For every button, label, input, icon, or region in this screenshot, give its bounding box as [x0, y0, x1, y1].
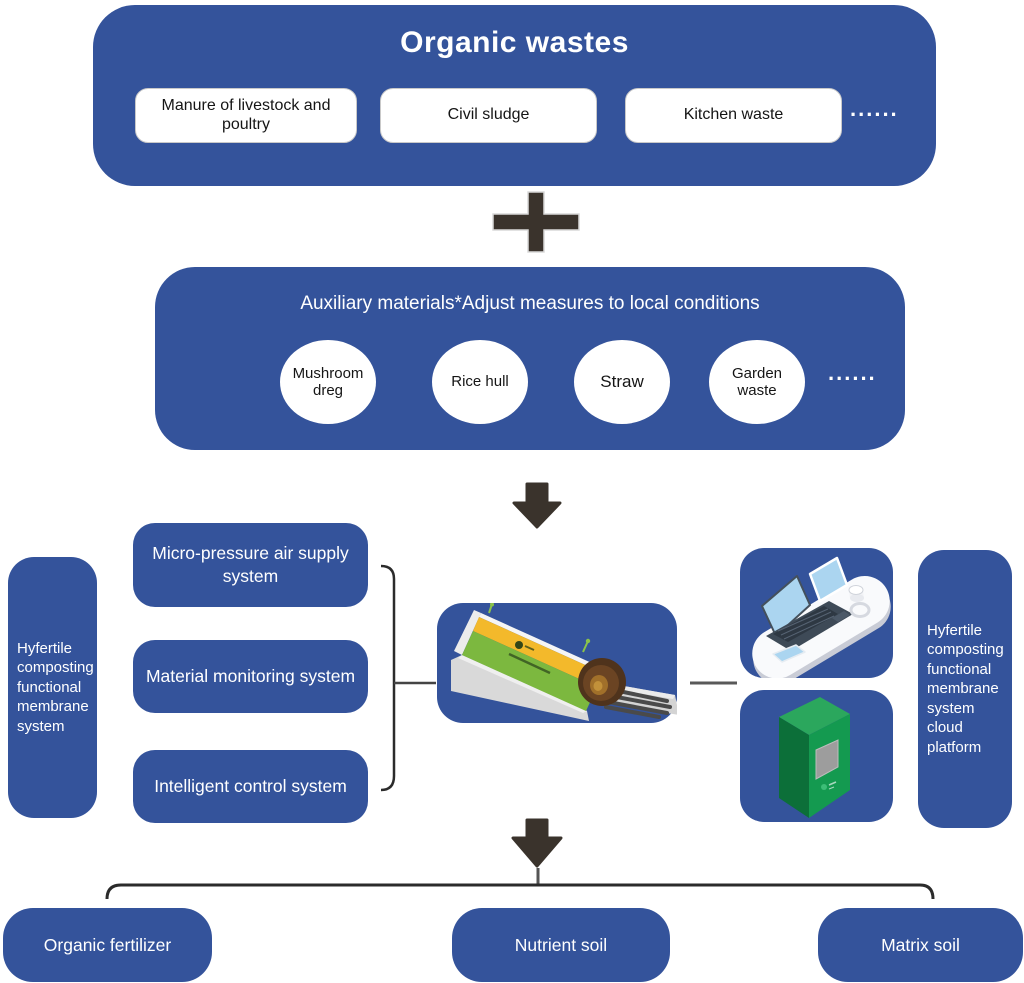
down-arrow-icon-2	[511, 818, 563, 885]
monitoring-devices-illustration	[752, 556, 891, 678]
composting-machine-illustration	[451, 603, 677, 721]
membrane-system-label: Hyfertile composting functional membrane…	[17, 639, 94, 735]
cloud-devices-box	[740, 548, 893, 678]
control-cabinet-illustration	[779, 697, 850, 818]
aux-item-mushroom-dreg: Mushroom dreg	[280, 340, 376, 424]
waste-ellipsis: ......	[850, 96, 899, 121]
aux-item-rice-hull: Rice hull	[432, 340, 528, 424]
output-matrix-soil: Matrix soil	[818, 908, 1023, 982]
waste-item-kitchen: Kitchen waste	[625, 88, 842, 143]
cloud-platform-label-box: Hyfertile composting functional membrane…	[918, 550, 1012, 828]
outputs-bracket-icon	[105, 883, 935, 900]
subsystem-air-supply: Micro-pressure air supply system	[133, 523, 368, 607]
output-organic-fertilizer: Organic fertilizer	[3, 908, 212, 982]
plus-icon	[492, 191, 580, 253]
control-cabinet-box	[740, 690, 893, 822]
membrane-system-label-box: Hyfertile composting functional membrane…	[8, 557, 97, 818]
aux-ellipsis: ......	[828, 360, 877, 385]
subsystem-intelligent-control: Intelligent control system	[133, 750, 368, 823]
aux-item-garden-waste: Garden waste	[709, 340, 805, 424]
down-arrow-icon	[512, 482, 562, 529]
waste-item-civil-sludge: Civil sludge	[380, 88, 597, 143]
output-nutrient-soil: Nutrient soil	[452, 908, 670, 982]
subsystem-material-monitoring: Material monitoring system	[133, 640, 368, 713]
aux-item-straw: Straw	[574, 340, 670, 424]
organic-wastes-title: Organic wastes	[400, 26, 629, 59]
cloud-platform-label: Hyfertile composting functional membrane…	[927, 621, 1004, 756]
subsystems-bracket-icon	[380, 564, 396, 792]
waste-item-manure: Manure of livestock and poultry	[135, 88, 357, 143]
composting-machine-box	[437, 603, 677, 723]
auxiliary-title: Auxiliary materials*Adjust measures to l…	[300, 293, 760, 314]
